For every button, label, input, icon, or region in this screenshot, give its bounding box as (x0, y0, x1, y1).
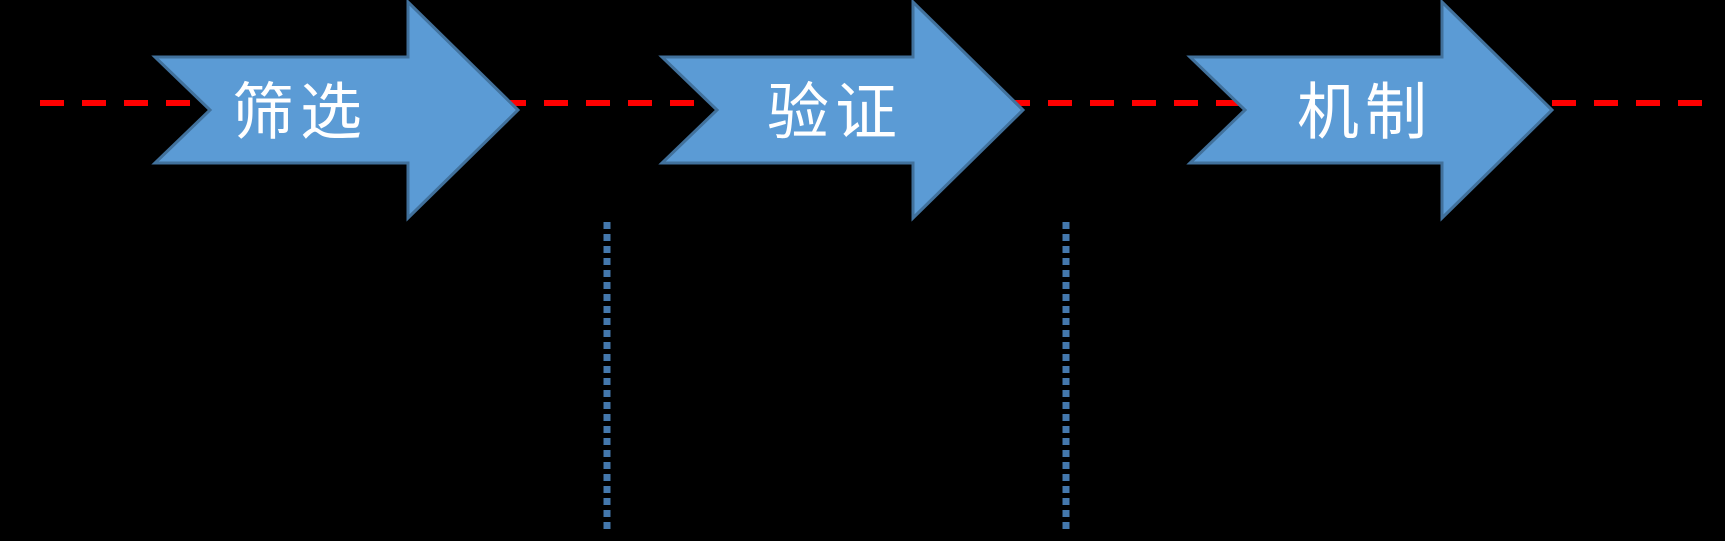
notched-right-arrow-icon (1186, 0, 1555, 222)
flow-step-1: 筛选 (151, 0, 521, 222)
flow-step-3: 机制 (1186, 0, 1555, 222)
step-label-3: 机制 (1297, 76, 1433, 149)
notched-right-arrow-icon (151, 0, 521, 222)
step-label-2: 验证 (767, 76, 903, 149)
flow-step-2: 验证 (658, 0, 1026, 222)
step-label-1: 筛选 (232, 76, 368, 149)
notched-right-arrow-icon (658, 0, 1026, 222)
